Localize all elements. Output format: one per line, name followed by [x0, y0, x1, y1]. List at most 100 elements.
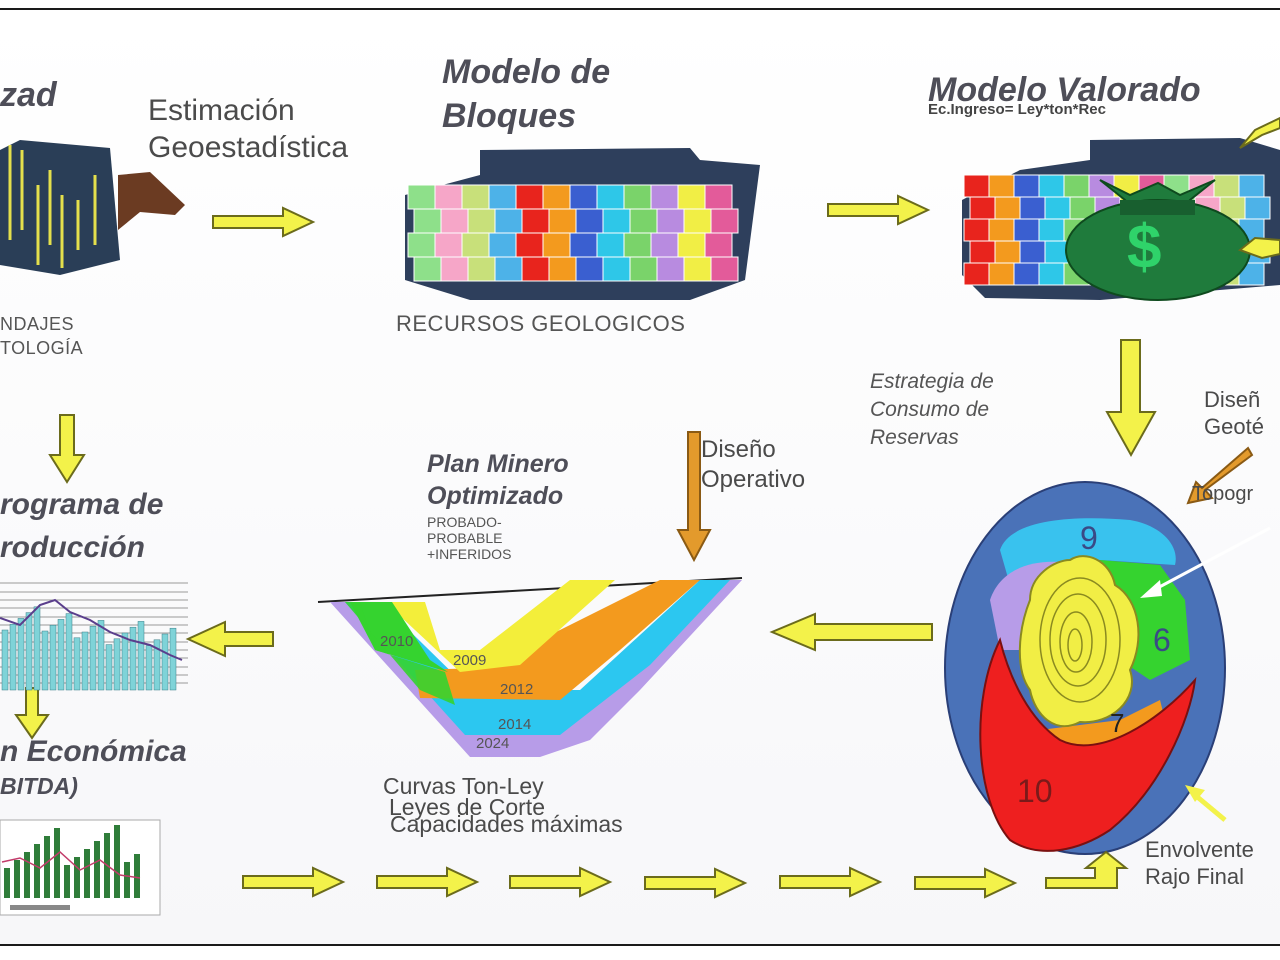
model-block: [548, 256, 577, 282]
model-block: [461, 184, 490, 210]
arrow-estimation: [212, 207, 314, 237]
production-bar: [41, 630, 49, 691]
model-block: [704, 232, 733, 258]
envelope-label-2: Rajo Final: [1145, 864, 1245, 889]
ebitda-label: BITDA): [0, 773, 78, 799]
production-bar: [113, 638, 121, 691]
model-block: [623, 232, 652, 258]
model-block: [710, 256, 739, 282]
model-block: [629, 256, 658, 282]
geotech-label-1: Diseñ: [1204, 387, 1261, 412]
operative-label-1: Diseño: [701, 436, 776, 463]
block-model-title-1: Modelo de: [442, 53, 611, 91]
model-block: [988, 174, 1015, 198]
model-block: [650, 232, 679, 258]
pit-number-10: 10: [1017, 773, 1053, 809]
plan-sub-1: PROBADO-: [427, 514, 502, 530]
production-bar: [81, 631, 89, 691]
production-bar: [49, 624, 57, 691]
operative-label-2: Operativo: [701, 466, 806, 493]
model-block: [683, 208, 712, 234]
curves-label-3: Capacidades máximas: [390, 811, 623, 837]
model-block: [683, 256, 712, 282]
arrow-bottom-1: [242, 867, 344, 897]
model-block: [969, 196, 996, 220]
curves-label-1: Curvas Ton-Ley: [383, 773, 544, 799]
pit-envelope-plan: [944, 481, 1271, 855]
pit-phases-diagram: [317, 577, 743, 757]
model-block: [1013, 262, 1040, 286]
arrow-bottom-6: [914, 868, 1016, 898]
economic-bar: [94, 841, 100, 898]
arrow-down-valued: [1105, 339, 1157, 458]
plan-sub-3: +INFERIDOS: [427, 546, 512, 562]
estimation-label-2: Geoestadística: [148, 131, 349, 164]
economic-chart-icon: [0, 819, 161, 916]
model-block: [434, 232, 463, 258]
money-bag-icon: [1065, 179, 1251, 301]
economic-bar: [44, 836, 50, 898]
plan-title-1: Plan Minero: [427, 450, 569, 478]
economic-bar: [4, 868, 10, 898]
pit-number-6: 6: [1153, 622, 1171, 658]
model-block: [515, 232, 544, 258]
model-block: [1244, 196, 1271, 220]
model-block: [575, 208, 604, 234]
model-block: [623, 184, 652, 210]
model-block: [494, 208, 523, 234]
arrow-valuation: [827, 195, 929, 225]
model-block: [1213, 174, 1240, 198]
production-bar: [9, 623, 17, 691]
economic-bar: [84, 849, 90, 898]
dollar-sign-icon: $: [1127, 213, 1162, 282]
production-bar: [153, 639, 161, 691]
pit-number-7: 7: [1110, 708, 1125, 738]
model-block: [467, 256, 496, 282]
topography-label: Topogr: [1192, 483, 1254, 505]
model-block: [677, 184, 706, 210]
production-bar: [97, 620, 105, 691]
economic-bar: [34, 844, 40, 898]
program-title-2: roducción: [0, 531, 146, 564]
model-block: [988, 262, 1015, 286]
economic-bar: [64, 865, 70, 898]
model-block: [407, 184, 436, 210]
model-block: [488, 232, 517, 258]
program-title-1: rograma de: [0, 488, 164, 521]
model-block: [596, 232, 625, 258]
production-bar: [57, 619, 65, 691]
arrow-bottom-5: [779, 867, 881, 897]
model-block: [963, 262, 990, 286]
production-bar: [73, 637, 81, 691]
model-block: [569, 184, 598, 210]
model-block: [677, 232, 706, 258]
model-block: [1038, 174, 1065, 198]
production-bar: [137, 621, 145, 691]
model-block: [413, 256, 442, 282]
production-bar: [33, 606, 41, 691]
phase-year-2024: 2024: [476, 735, 510, 752]
model-block: [488, 184, 517, 210]
phase-year-2012: 2012: [500, 681, 534, 698]
economic-bar: [24, 852, 30, 898]
economic-bar: [74, 857, 80, 898]
model-block: [569, 232, 598, 258]
model-block: [413, 208, 442, 234]
model-block: [1013, 174, 1040, 198]
economic-title: n Económica: [0, 735, 187, 768]
arrow-down-program: [14, 687, 50, 740]
model-block: [434, 184, 463, 210]
model-block: [521, 256, 550, 282]
model-block: [575, 256, 604, 282]
arrow-bottom-3: [509, 867, 611, 897]
strategy-label-1: Estrategia de: [870, 370, 994, 393]
arrow-down-reality: [48, 414, 86, 484]
production-bar: [65, 613, 73, 691]
model-block: [407, 232, 436, 258]
curves-label-2: Leyes de Corte: [389, 794, 545, 820]
model-block: [548, 208, 577, 234]
recursos-label: RECURSOS GEOLOGICOS: [396, 311, 686, 336]
model-block: [650, 184, 679, 210]
model-block: [1019, 196, 1046, 220]
model-block: [963, 174, 990, 198]
